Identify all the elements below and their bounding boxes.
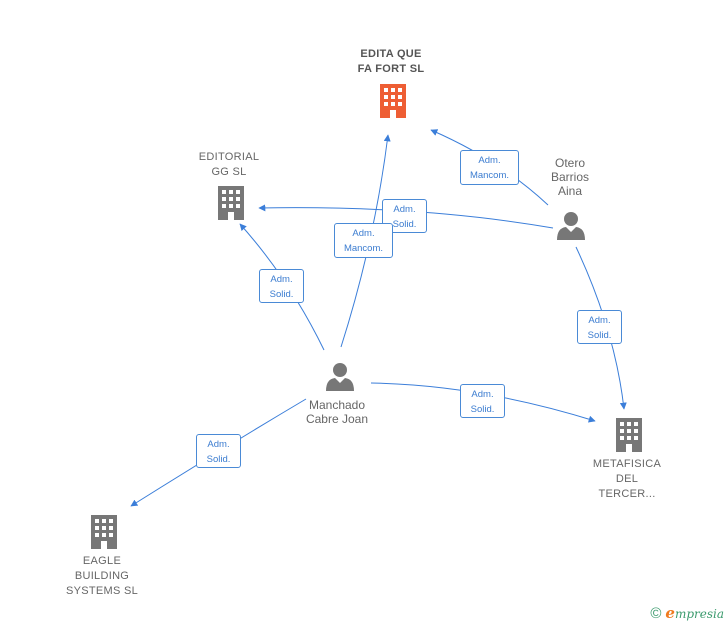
company-label-metafisica[interactable]: METAFISICA DEL TERCER...	[592, 458, 662, 500]
building-icon	[380, 84, 406, 118]
person-icon	[326, 363, 354, 391]
building-icon	[218, 186, 244, 220]
building-icon	[616, 418, 642, 452]
edge-label-manchado-metafisica: Adm. Solid.	[460, 384, 505, 418]
brand-name: mpresia	[674, 607, 724, 621]
brand-logo: empresia	[665, 604, 724, 622]
footer-brand[interactable]: © empresia	[650, 604, 724, 622]
edge-label-manchado-editorial: Adm. Solid.	[259, 269, 304, 303]
person-label-manchado[interactable]: Manchado Cabre Joan	[305, 398, 369, 426]
company-label-edita[interactable]: EDITA QUE FA FORT SL	[357, 48, 425, 75]
brand-initial: e	[665, 604, 675, 622]
edge-label-manchado-edita: Adm. Mancom.	[334, 223, 393, 258]
copyright-icon: ©	[650, 604, 662, 622]
building-icon	[91, 515, 117, 549]
edge-label-otero-edita: Adm. Mancom.	[460, 150, 519, 185]
person-icon	[557, 212, 585, 240]
company-label-editorial[interactable]: EDITORIAL GG SL	[198, 151, 260, 178]
company-label-eagle[interactable]: EAGLE BUILDING SYSTEMS SL	[65, 555, 139, 597]
edge-label-manchado-eagle: Adm. Solid.	[196, 434, 241, 468]
person-label-otero[interactable]: Otero Barrios Aina	[550, 156, 589, 198]
edge-label-otero-metafisica: Adm. Solid.	[577, 310, 622, 344]
